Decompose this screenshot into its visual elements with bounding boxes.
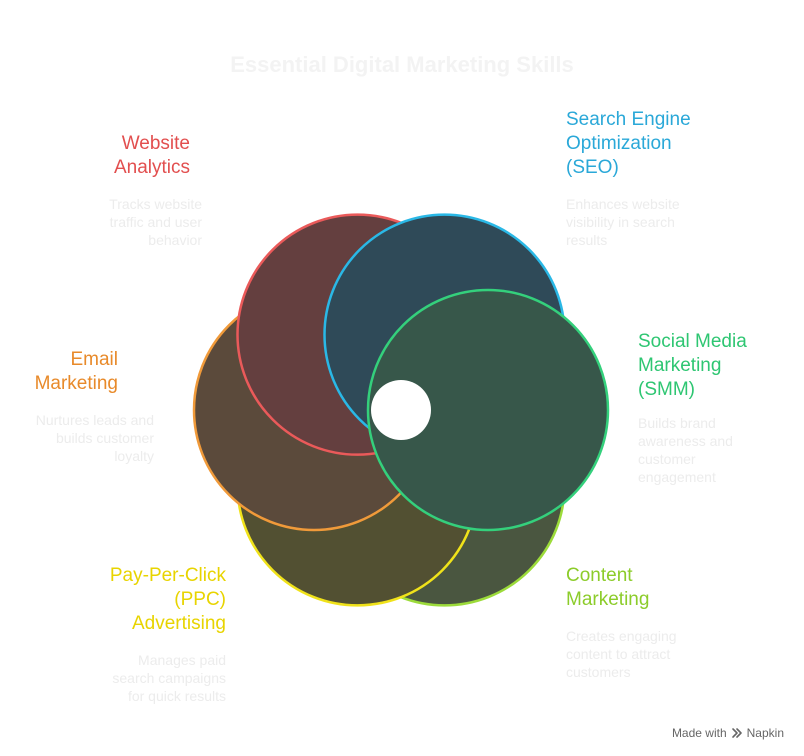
- napkin-logo-icon: [731, 728, 742, 738]
- watermark: Made with Napkin: [672, 726, 784, 740]
- ppc-desc-line-1: Manages paid: [138, 652, 226, 668]
- content-label: Content Marketing: [566, 564, 649, 612]
- ppc-desc-line-3: for quick results: [127, 688, 226, 704]
- content-description: Creates engaging content to attract cust…: [566, 627, 677, 681]
- smm-label-line-3: (SMM): [638, 379, 695, 400]
- ppc-label-line-2: (PPC): [174, 589, 226, 610]
- smm-petal: [366, 288, 610, 532]
- seo-label: Search Engine Optimization (SEO): [566, 108, 691, 180]
- ppc-label-line-1: Pay-Per-Click: [109, 565, 226, 586]
- seo-desc-line-2: visibility in search: [566, 214, 675, 230]
- diagram-title: Essential Digital Marketing Skills: [230, 52, 574, 77]
- seo-description: Enhances website visibility in search re…: [566, 195, 680, 249]
- watermark-text: Made with: [671, 726, 727, 740]
- analytics-label-line-1: Website: [121, 133, 190, 154]
- ppc-label: Pay-Per-Click (PPC) Advertising: [60, 564, 226, 636]
- analytics-desc-line-3: behavior: [148, 232, 202, 248]
- seo-label-line-3: (SEO): [566, 157, 619, 178]
- seo-label-line-2: Optimization: [566, 133, 672, 154]
- email-label-line-1: Email: [70, 349, 118, 370]
- analytics-description: Tracks website traffic and user behavior: [60, 195, 202, 249]
- smm-desc-line-1: Builds brand: [638, 415, 716, 431]
- ppc-description: Manages paid search campaigns for quick …: [60, 651, 226, 705]
- content-desc-line-2: content to attract: [566, 646, 671, 662]
- ppc-label-line-3: Advertising: [132, 613, 226, 634]
- content-label-line-2: Marketing: [566, 589, 650, 610]
- email-label-line-2: Marketing: [34, 373, 118, 394]
- seo-desc-line-3: results: [566, 232, 608, 248]
- email-desc-line-3: loyalty: [114, 448, 154, 464]
- analytics-label-line-2: Analytics: [113, 157, 190, 178]
- smm-desc-line-3: customer: [638, 451, 696, 467]
- analytics-desc-line-2: traffic and user: [109, 214, 202, 230]
- smm-desc-line-2: awareness and: [638, 433, 733, 449]
- seo-label-line-1: Search Engine: [566, 109, 691, 130]
- smm-label-line-1: Social Media: [638, 331, 747, 352]
- content-label-line-1: Content: [566, 565, 633, 586]
- email-desc-line-2: builds customer: [55, 430, 154, 446]
- email-label: Email Marketing: [20, 348, 118, 396]
- email-desc-line-1: Nurtures leads and: [35, 412, 154, 428]
- smm-description: Builds brand awareness and customer enga…: [638, 414, 733, 486]
- smm-desc-line-4: engagement: [638, 469, 716, 485]
- analytics-desc-line-1: Tracks website: [109, 196, 202, 212]
- center-hole: [371, 380, 431, 440]
- watermark-brand: Napkin: [746, 726, 784, 740]
- ppc-desc-line-2: search campaigns: [112, 670, 226, 686]
- seo-desc-line-1: Enhances website: [566, 196, 680, 212]
- content-desc-line-1: Creates engaging: [566, 628, 677, 644]
- smm-label: Social Media Marketing (SMM): [638, 330, 747, 402]
- smm-label-line-2: Marketing: [638, 355, 722, 376]
- analytics-label: Website Analytics: [60, 132, 190, 180]
- content-desc-line-3: customers: [566, 664, 631, 680]
- email-description: Nurtures leads and builds customer loyal…: [14, 411, 154, 465]
